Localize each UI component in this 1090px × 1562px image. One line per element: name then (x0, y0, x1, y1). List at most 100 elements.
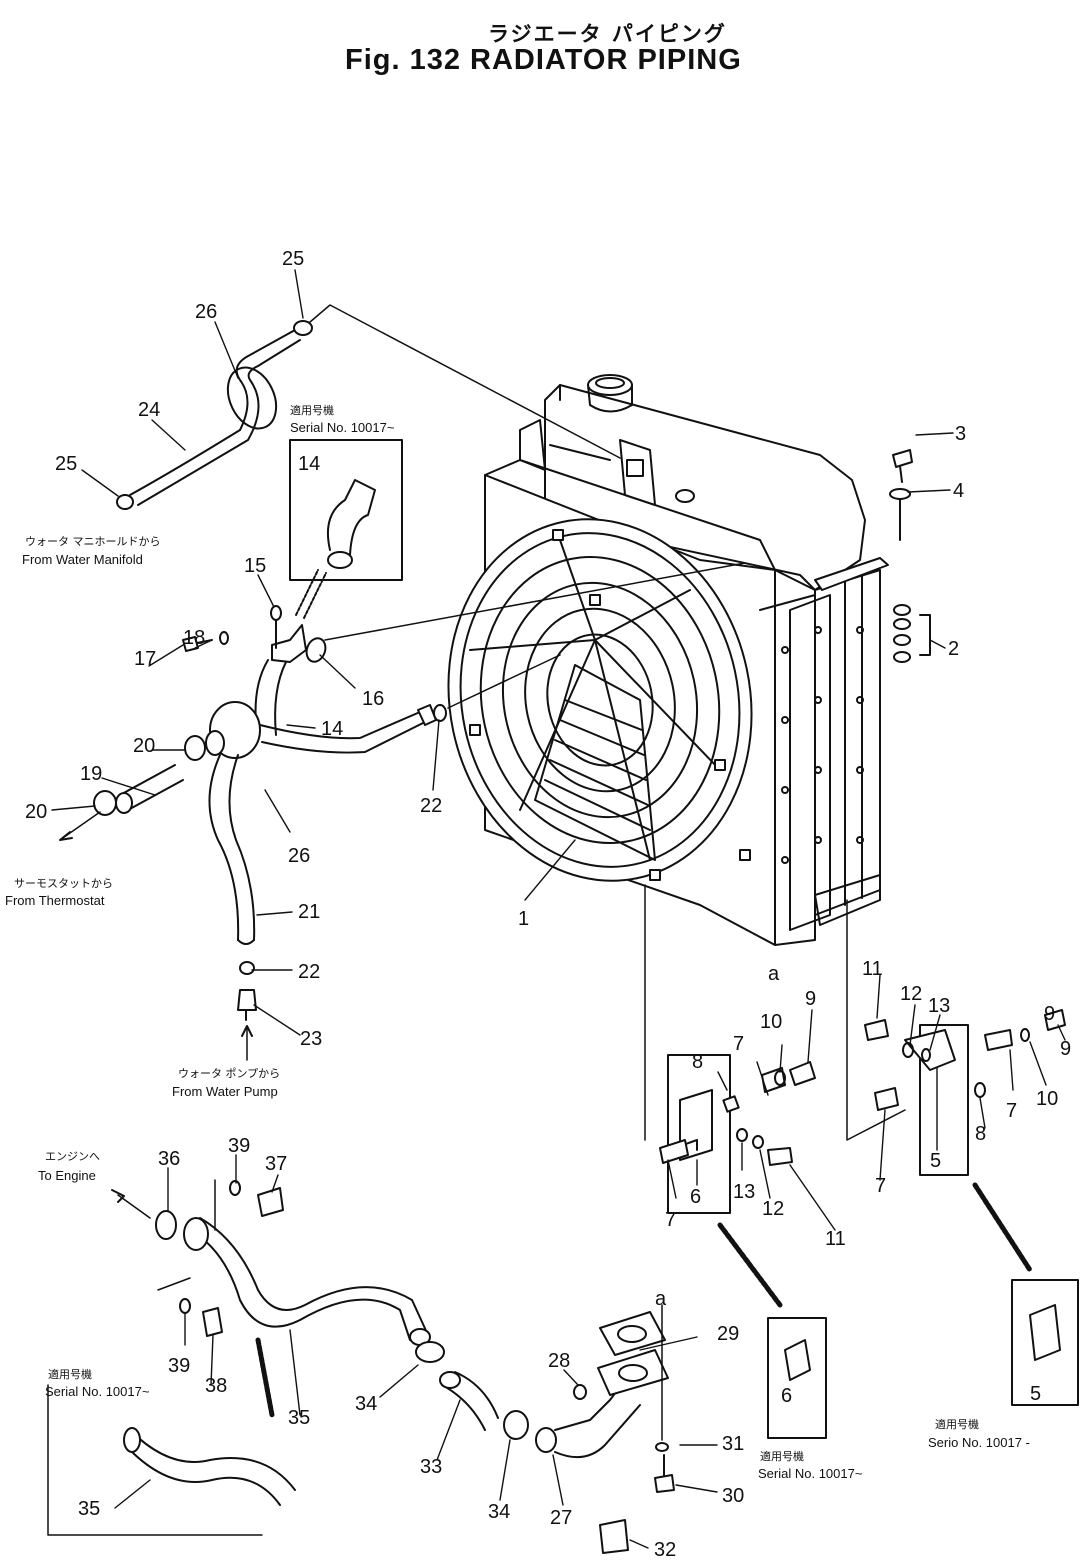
callout-4: 4 (953, 480, 964, 502)
callout-8-right: 8 (975, 1123, 986, 1145)
caption-serial-bm-jp: 適用号機 (760, 1449, 804, 1463)
inset-elbow-14 (289, 439, 403, 581)
callout-10-left: 10 (760, 1011, 782, 1033)
callout-34-lower: 34 (488, 1501, 510, 1523)
fasteners-left (659, 1061, 816, 1166)
figure-title-jp: ラジエータ パイピング (488, 22, 727, 46)
part-bolt-15 (270, 605, 282, 649)
callout-7-left: 7 (733, 1033, 744, 1055)
part-hose-33 (439, 1371, 499, 1431)
callout-36: 36 (158, 1148, 180, 1170)
callout-39-upper: 39 (228, 1135, 250, 1157)
callout-25-top: 25 (282, 248, 304, 270)
caption-serial-top: Serial No. 10017~ (290, 420, 395, 435)
callout-9-left: 9 (805, 988, 816, 1010)
part-elbow-14 (254, 624, 307, 741)
part-clamp-20 (93, 735, 206, 816)
callout-18: 18 (183, 627, 205, 649)
part-pipe-27 (535, 1379, 641, 1459)
part-gasket-29 (597, 1311, 669, 1396)
callout-39-lower: 39 (168, 1355, 190, 1377)
callout-12-right: 12 (900, 983, 922, 1005)
caption-to-engine: To Engine (38, 1168, 96, 1183)
ref-a-bottom: a (655, 1288, 667, 1310)
callout-30: 30 (722, 1485, 744, 1507)
callout-31: 31 (722, 1433, 744, 1455)
part-washer-4 (889, 488, 911, 541)
callout-5: 5 (930, 1150, 941, 1172)
callout-29: 29 (717, 1323, 739, 1345)
caption-serial-br-jp: 適用号機 (935, 1417, 979, 1431)
callout-35: 35 (288, 1407, 310, 1429)
callout-19: 19 (80, 763, 102, 785)
callout-2: 2 (948, 638, 959, 660)
part-nut-22-lower (239, 961, 255, 975)
callout-13-left: 13 (733, 1181, 755, 1203)
callout-17: 17 (134, 648, 156, 670)
part-bolt-37 (257, 1187, 284, 1217)
caption-serial-top-jp: 適用号機 (290, 403, 334, 417)
part-bracket-6 (667, 1054, 731, 1214)
part-washer-31 (655, 1442, 669, 1452)
callout-7-left2: 7 (665, 1209, 676, 1231)
callout-13-right: 13 (928, 995, 950, 1017)
part-nut-22-upper (433, 704, 447, 722)
caption-to-engine-jp: エンジンへ (45, 1150, 100, 1163)
callout-24: 24 (138, 399, 160, 421)
captions: 適用号機 Serial No. 10017~ ウォータ マニホールドから Fro… (5, 403, 1030, 1481)
caption-from-manifold-jp: ウォータ マニホールドから (25, 535, 161, 548)
inset-bracket-6 (767, 1317, 827, 1439)
part-shims-2 (893, 604, 931, 663)
part-bolt-38 (202, 1307, 223, 1337)
part-pipe-35 (189, 1217, 431, 1346)
callout-23: 23 (300, 1028, 322, 1050)
part-hose-21 (208, 754, 256, 945)
callout-11-right: 11 (862, 958, 883, 980)
inset-pipe-35 (47, 1384, 296, 1536)
callout-8-left: 8 (692, 1051, 703, 1073)
callout-27: 27 (550, 1507, 572, 1529)
callout-1: 1 (518, 908, 529, 930)
part-bolt-3 (892, 449, 913, 483)
part-nut-25 (116, 320, 313, 510)
part-bolt-30 (654, 1454, 675, 1493)
part-drain-32 (599, 1519, 629, 1554)
callout-6: 6 (690, 1186, 701, 1208)
leader-lines (51, 269, 1066, 1549)
figure-title: Fig. 132 RADIATOR PIPING (345, 44, 742, 76)
callout-25-left: 25 (55, 453, 77, 475)
callout-15: 15 (244, 555, 266, 577)
caption-serial-bl: Serial No. 10017~ (45, 1384, 150, 1399)
caption-from-manifold: From Water Manifold (22, 552, 143, 567)
caption-serial-bm: Serial No. 10017~ (758, 1466, 863, 1481)
callout-28: 28 (548, 1350, 570, 1372)
callout-26-top: 26 (195, 301, 217, 323)
callout-32: 32 (654, 1539, 676, 1561)
inset-bracket-5 (1011, 1279, 1079, 1406)
radiator-assembly (447, 374, 889, 946)
part-fitting-23 (237, 989, 257, 1021)
callout-11-left: 11 (825, 1228, 846, 1250)
callout-9-right: 9 (1044, 1003, 1055, 1025)
callout-5-inset: 5 (1030, 1383, 1041, 1405)
callout-22-lower: 22 (298, 961, 320, 983)
ref-a-top: a (768, 963, 780, 985)
callout-10-right: 10 (1036, 1088, 1058, 1110)
callout-3: 3 (955, 423, 966, 445)
fasteners-right (864, 1009, 1066, 1111)
part-bolt-28 (573, 1384, 587, 1400)
callout-7-right: 7 (1006, 1100, 1017, 1122)
callout-20-upper: 20 (133, 735, 155, 757)
callout-6-inset: 6 (781, 1385, 792, 1407)
callout-9-right2: 9 (1060, 1038, 1071, 1060)
callout-38: 38 (205, 1375, 227, 1397)
callout-33: 33 (420, 1456, 442, 1478)
part-sleeve-19 (115, 730, 225, 814)
callout-14: 14 (321, 718, 343, 740)
caption-from-pump-jp: ウォータ ポンプから (178, 1067, 280, 1080)
callout-35-inset: 35 (78, 1498, 100, 1520)
callout-12-left: 12 (762, 1198, 784, 1220)
callout-14-inset: 14 (298, 453, 320, 475)
callout-37: 37 (265, 1153, 287, 1175)
